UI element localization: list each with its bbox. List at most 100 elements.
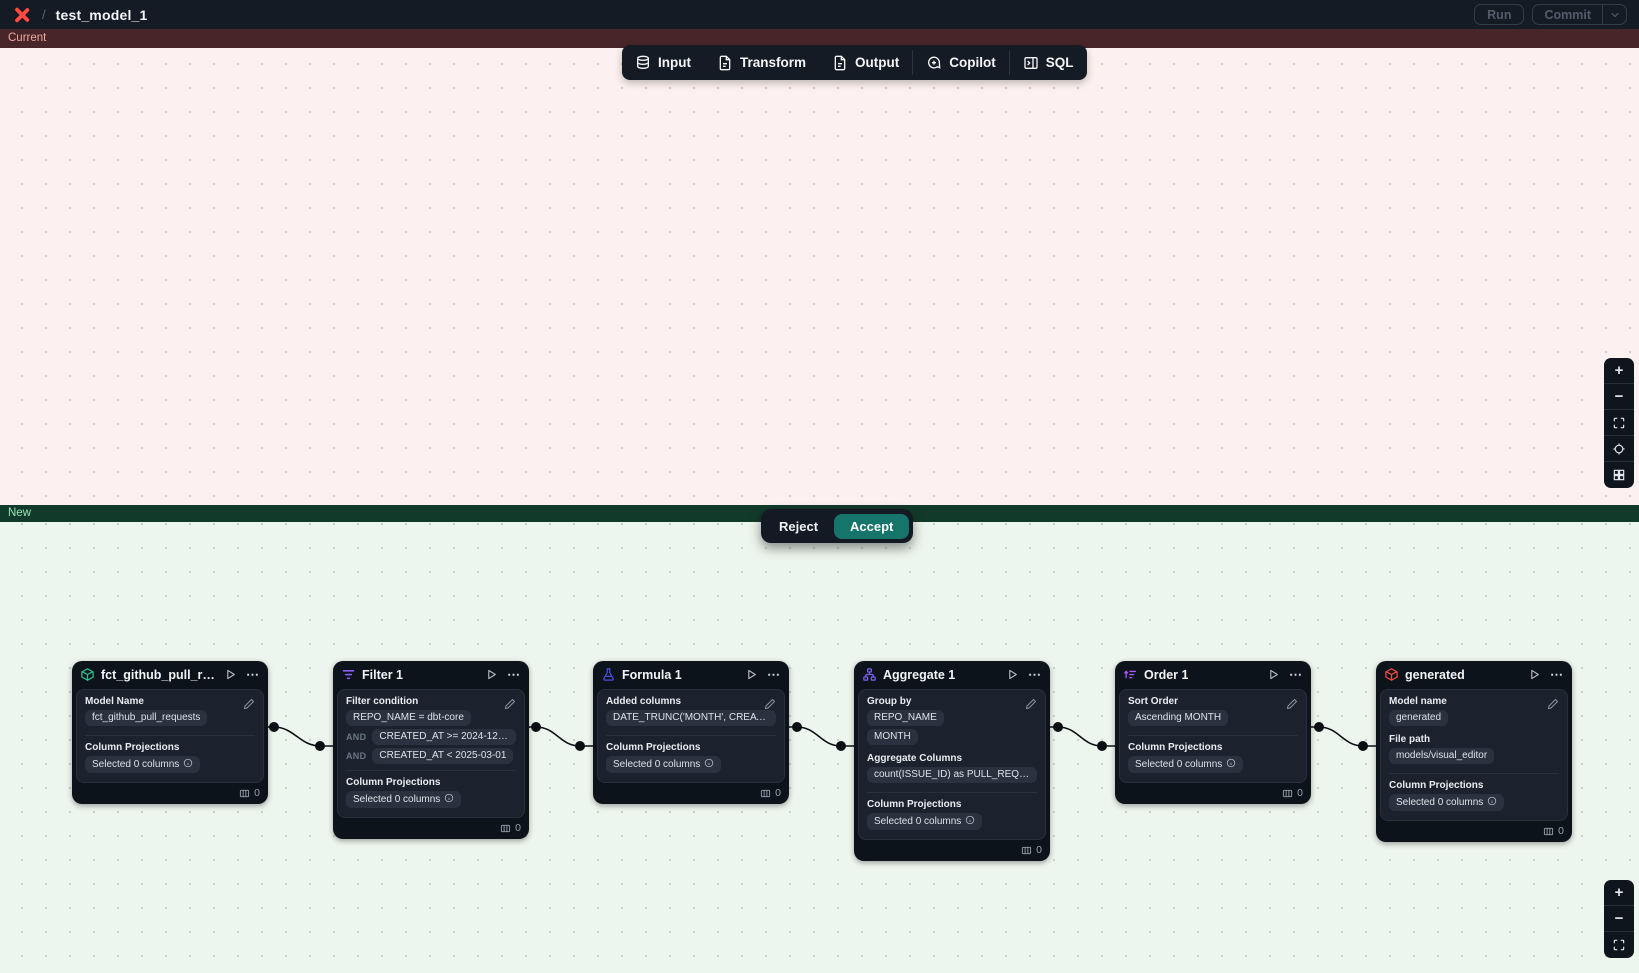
column-projections-pill[interactable]: Selected 0 columns [85,756,201,773]
field-label: Added columns [606,696,682,707]
columns-icon [501,824,511,832]
and-prefix: AND [346,732,367,742]
node-footer: 0 [854,840,1050,861]
node-aggregate-1[interactable]: Aggregate 1 ⋯ Group by REPO_NAME MONTH A… [854,661,1050,861]
current-banner-label: Current [8,32,47,44]
field-label: Filter condition [346,696,419,707]
run-button[interactable]: Run [1474,4,1525,25]
info-icon[interactable] [444,793,454,803]
fit-view-icon [1613,939,1625,951]
accept-button[interactable]: Accept [834,513,910,539]
node-formula-1[interactable]: Formula 1 ⋯ Added columns DATE_TRUNC('MO… [593,661,789,804]
node-header: Order 1 ⋯ [1115,663,1311,686]
toolbar-copilot-button[interactable]: Copilot [913,45,1009,80]
cube-icon [1384,667,1399,682]
columns-icon [240,789,250,797]
node-body: Model name generated File path models/vi… [1380,689,1568,821]
node-body: Filter condition REPO_NAME = dbt-core AN… [337,689,525,818]
field-label: Group by [867,696,912,707]
more-menu-icon[interactable]: ⋯ [246,666,260,682]
grid-icon [1613,469,1625,481]
node-footer: 0 [72,783,268,804]
toolbar-divider [1008,50,1010,75]
group-by-pill[interactable]: MONTH [867,729,918,745]
sort-order-pill[interactable]: Ascending MONTH [1128,710,1229,726]
value-pill[interactable]: fct_github_pull_requests [85,710,208,726]
locate-icon [1613,442,1625,455]
more-menu-icon[interactable]: ⋯ [1028,666,1042,682]
edit-icon[interactable] [1025,697,1037,710]
toolbar-input-button[interactable]: Input [622,45,704,80]
node-source-model[interactable]: fct_github_pull_requests ⋯ Model Name fc… [72,661,268,804]
node-body: Added columns DATE_TRUNC('MONTH', CREATE… [597,689,785,783]
info-icon[interactable] [965,815,975,825]
field-label: Aggregate Columns [867,753,963,764]
more-menu-icon[interactable]: ⋯ [1289,666,1303,682]
play-icon[interactable] [224,668,237,681]
edit-icon[interactable] [764,697,776,710]
column-projections-pill[interactable]: Selected 0 columns [606,756,722,773]
info-icon[interactable] [183,758,193,768]
filter-condition-pill[interactable]: CREATED_AT < 2025-03-01 [372,748,514,764]
dbt-logo-icon[interactable] [12,5,32,25]
play-icon[interactable] [1267,668,1280,681]
column-projections-pill[interactable]: Selected 0 columns [867,813,983,830]
file-path-pill[interactable]: models/visual_editor [1389,748,1495,764]
info-icon[interactable] [1226,758,1236,768]
toolbar-sql-button[interactable]: SQL [1010,45,1087,80]
field-label: Column Projections [867,799,962,810]
group-by-pill[interactable]: REPO_NAME [867,710,944,726]
filter-condition-pill[interactable]: CREATED_AT >= 2024-12-01 [372,729,516,745]
node-output-model[interactable]: generated ⋯ Model name generated File pa… [1376,661,1572,842]
field-label: File path [1389,734,1431,745]
node-filter-1[interactable]: Filter 1 ⋯ Filter condition REPO_NAME = … [333,661,529,839]
play-icon[interactable] [485,668,498,681]
column-projections-pill[interactable]: Selected 0 columns [346,791,462,808]
toolbar-output-button[interactable]: Output [819,45,912,80]
column-projections-pill[interactable]: Selected 0 columns [1389,794,1505,811]
more-menu-icon[interactable]: ⋯ [507,666,521,682]
play-icon[interactable] [1006,668,1019,681]
row-count: 0 [1297,787,1303,799]
zoom-out-button[interactable]: − [1604,906,1634,932]
diff-decision-bar: Reject Accept [761,509,914,543]
zoom-out-button[interactable]: − [1604,384,1634,410]
node-title: Formula 1 [622,667,682,682]
filter-condition-pill[interactable]: REPO_NAME = dbt-core [346,710,471,726]
more-menu-icon[interactable]: ⋯ [1550,666,1564,682]
field-label: Sort Order [1128,696,1179,707]
node-title: Aggregate 1 [883,667,956,682]
edit-icon[interactable] [1547,697,1559,710]
commit-split-button: Commit [1532,4,1627,25]
commit-dropdown-chevron-icon[interactable] [1602,5,1626,24]
zoom-in-button[interactable]: + [1604,358,1634,384]
formula-pill[interactable]: DATE_TRUNC('MONTH', CREATED_AT… [606,710,776,726]
info-icon[interactable] [1487,796,1497,806]
aggregate-column-pill[interactable]: count(ISSUE_ID) as PULL_REQUEST_… [867,767,1037,783]
edit-icon[interactable] [1286,697,1298,710]
play-icon[interactable] [745,668,758,681]
commit-button[interactable]: Commit [1544,7,1591,22]
flask-icon [601,667,616,682]
fit-view-button[interactable] [1604,932,1634,958]
reject-button[interactable]: Reject [765,514,832,539]
node-order-1[interactable]: Order 1 ⋯ Sort Order Ascending MONTH Col… [1115,661,1311,804]
toolbar-transform-button[interactable]: Transform [704,45,819,80]
info-icon[interactable] [704,758,714,768]
edit-icon[interactable] [504,697,516,710]
current-canvas[interactable] [0,48,1639,505]
fit-view-button[interactable] [1604,410,1634,436]
edit-icon[interactable] [243,697,255,710]
copilot-chat-icon [928,56,941,69]
zoom-in-button[interactable]: + [1604,880,1634,906]
locate-button[interactable] [1604,436,1634,462]
column-projections-pill[interactable]: Selected 0 columns [1128,756,1244,773]
cube-icon [80,667,95,682]
layout-grid-button[interactable] [1604,462,1634,488]
more-menu-icon[interactable]: ⋯ [767,666,781,682]
play-icon[interactable] [1528,668,1541,681]
breadcrumb-separator: / [42,7,46,22]
node-title: Order 1 [1144,667,1189,682]
model-name-pill[interactable]: generated [1389,710,1449,726]
node-header: fct_github_pull_requests ⋯ [72,663,268,686]
